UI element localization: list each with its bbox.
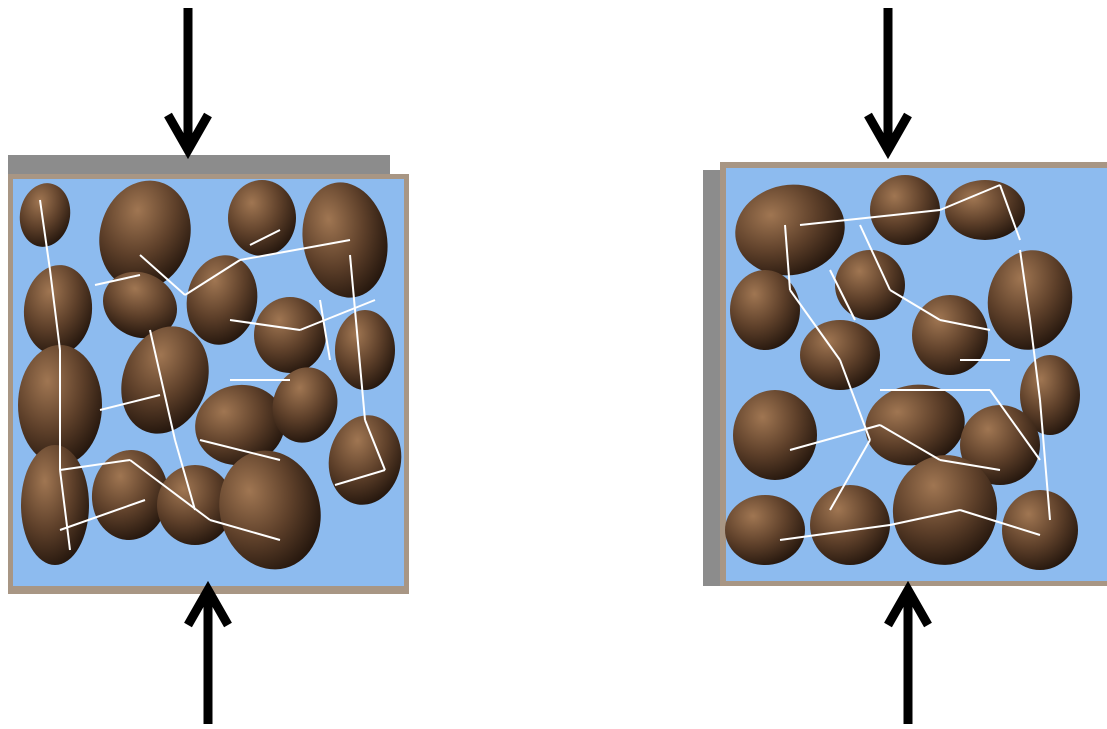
- down-arrow-icon: [868, 8, 908, 150]
- particle: [228, 180, 296, 256]
- particle: [945, 180, 1025, 240]
- left-panel: [8, 155, 409, 594]
- particle: [800, 320, 880, 390]
- down-arrow-icon: [168, 8, 208, 150]
- up-arrow-icon: [888, 590, 928, 724]
- particle: [335, 310, 395, 390]
- particle: [835, 250, 905, 320]
- right-panel: [703, 162, 1107, 586]
- particle: [725, 495, 805, 565]
- particle: [810, 485, 890, 565]
- up-arrow-icon: [188, 590, 228, 724]
- particle: [733, 390, 817, 480]
- left-panel-shadow: [8, 155, 390, 175]
- particle: [912, 295, 988, 375]
- particle: [254, 297, 326, 373]
- particle: [870, 175, 940, 245]
- particle: [1002, 490, 1078, 570]
- particle: [21, 445, 89, 565]
